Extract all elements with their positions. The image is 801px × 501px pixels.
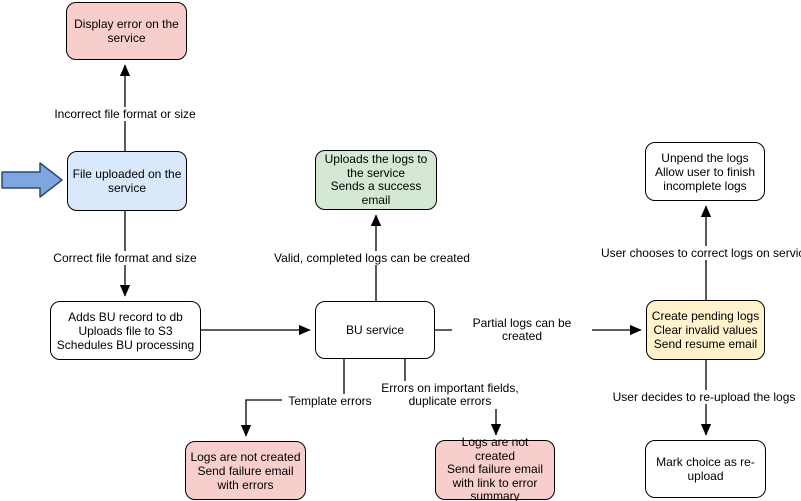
edge-label-template-errors: Template errors — [282, 394, 378, 409]
node-logs-not-created-summary: Logs are not created Send failure email … — [435, 436, 555, 501]
node-bu-service-label: BU service — [345, 323, 404, 337]
node-mark-choice-label: Mark choice as re- upload — [656, 455, 755, 483]
node-uploads-logs-label: Uploads the logs to the service Sends a … — [324, 152, 428, 207]
node-logs-not-created-summary-label: Logs are not created Send failure email … — [446, 435, 544, 501]
node-display-error-label: Display error on the service — [74, 17, 179, 45]
node-mark-choice: Mark choice as re- upload — [645, 440, 766, 498]
node-unpend-logs-label: Unpend the logs Allow user to finish inc… — [654, 150, 756, 193]
input-arrow-icon — [1, 162, 63, 198]
edge-label-partial-logs: Partial logs can be created — [452, 317, 592, 343]
edge-label-incorrect-format: Incorrect file format or size — [40, 107, 210, 121]
node-file-uploaded: File uploaded on the service — [67, 151, 187, 211]
node-create-pending-label: Create pending logs Clear invalid values… — [651, 309, 760, 351]
edge-label-user-reuploads: User decides to re-upload the logs — [604, 390, 801, 404]
node-file-uploaded-label: File uploaded on the service — [72, 167, 182, 195]
node-display-error: Display error on the service — [66, 2, 187, 60]
node-adds-bu-record: Adds BU record to db Uploads file to S3 … — [50, 301, 201, 360]
edge-label-correct-format: Correct file format and size — [40, 251, 210, 265]
edge-label-user-corrects: User chooses to correct logs on service — [600, 246, 801, 260]
edge-label-important-field-errors: Errors on important fields, duplicate er… — [375, 381, 525, 409]
node-create-pending: Create pending logs Clear invalid values… — [646, 300, 765, 360]
node-unpend-logs: Unpend the logs Allow user to finish inc… — [645, 142, 765, 201]
node-uploads-logs: Uploads the logs to the service Sends a … — [315, 150, 437, 210]
node-adds-bu-record-label: Adds BU record to db Uploads file to S3 … — [56, 309, 195, 352]
node-logs-not-created-errors-label: Logs are not created Send failure email … — [190, 449, 301, 492]
edge-label-valid-logs: Valid, completed logs can be created — [272, 251, 472, 265]
node-bu-service: BU service — [315, 301, 435, 359]
node-logs-not-created-errors: Logs are not created Send failure email … — [185, 441, 306, 500]
